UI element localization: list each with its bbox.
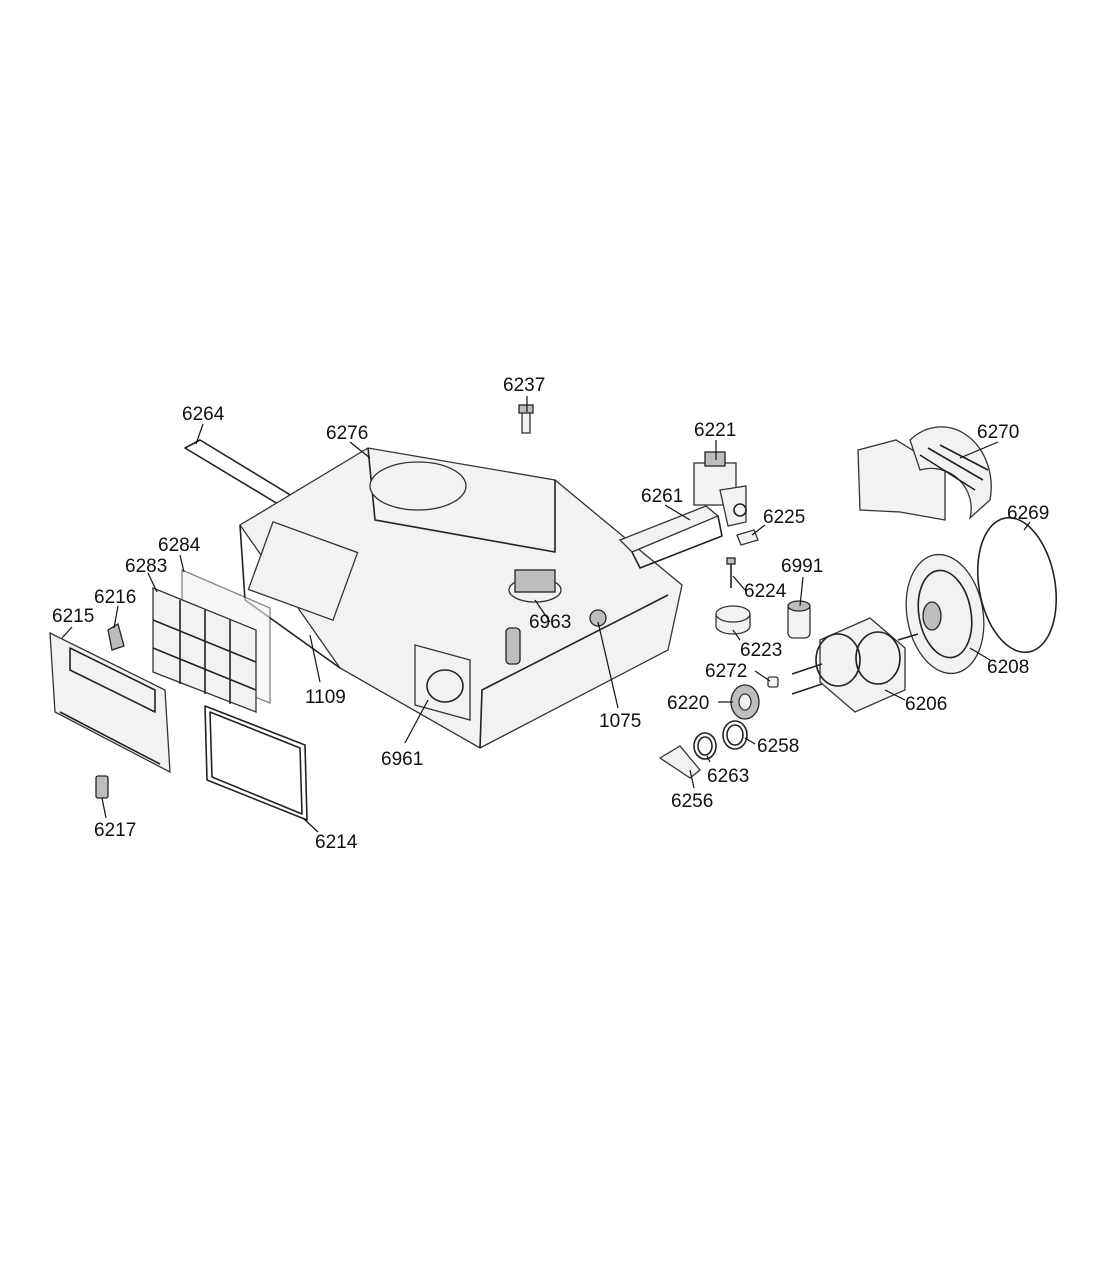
part-6270-air-duct xyxy=(857,426,992,521)
callout-6263: 6263 xyxy=(707,766,749,787)
part-6214-gasket-frame xyxy=(204,705,308,821)
callout-6283: 6283 xyxy=(125,556,167,577)
callout-6214: 6214 xyxy=(315,832,358,853)
callout-6270: 6270 xyxy=(977,422,1019,443)
callout-6208: 6208 xyxy=(987,657,1029,678)
callout-6224: 6224 xyxy=(744,581,787,602)
callout-6284: 6284 xyxy=(158,535,201,556)
part-6991-capacitor xyxy=(787,600,811,639)
part-6263-ring xyxy=(693,732,717,760)
part-6264-gasket-strip xyxy=(184,439,293,505)
callout-6258: 6258 xyxy=(757,736,799,757)
part-6223-cylinder xyxy=(715,605,751,635)
callout-6256: 6256 xyxy=(671,791,713,812)
callout-6223: 6223 xyxy=(740,640,782,661)
part-6237-pin xyxy=(518,404,534,434)
callout-6963: 6963 xyxy=(529,612,571,633)
leader-lines xyxy=(61,396,1031,833)
callout-6215: 6215 xyxy=(52,606,94,627)
callout-6264: 6264 xyxy=(182,404,225,425)
callout-6269: 6269 xyxy=(1007,503,1049,524)
callout-6221: 6221 xyxy=(694,420,736,441)
part-6261-cover xyxy=(618,505,723,569)
part-6217-foot xyxy=(95,775,109,799)
part-6216-clip xyxy=(107,623,125,651)
callout-6261: 6261 xyxy=(641,486,683,507)
part-6220-bearing xyxy=(730,684,760,720)
part-6208-fan-wheel xyxy=(905,553,985,675)
part-6224-screw xyxy=(726,557,736,588)
part-6272-pin xyxy=(767,676,779,688)
callout-6991: 6991 xyxy=(781,556,823,577)
callout-1075: 1075 xyxy=(599,711,641,732)
part-6258-ring xyxy=(722,720,748,750)
callout-6216: 6216 xyxy=(94,587,136,608)
callout-6272: 6272 xyxy=(705,661,747,682)
callout-6220: 6220 xyxy=(667,693,709,714)
callout-6225: 6225 xyxy=(763,507,805,528)
callout-6237: 6237 xyxy=(503,375,545,396)
part-6215-front-panel xyxy=(49,631,171,774)
callout-6961: 6961 xyxy=(381,749,423,770)
part-6269-ring-gasket xyxy=(976,516,1058,654)
callout-6276: 6276 xyxy=(326,423,368,444)
part-6206-motor xyxy=(791,617,919,713)
callout-6217: 6217 xyxy=(94,820,136,841)
part-6221-valve xyxy=(693,451,747,527)
part-6283-filter-frame xyxy=(152,587,257,713)
callout-6206: 6206 xyxy=(905,694,947,715)
part-6276-main-housing xyxy=(239,447,683,749)
callout-1109: 1109 xyxy=(305,687,346,708)
